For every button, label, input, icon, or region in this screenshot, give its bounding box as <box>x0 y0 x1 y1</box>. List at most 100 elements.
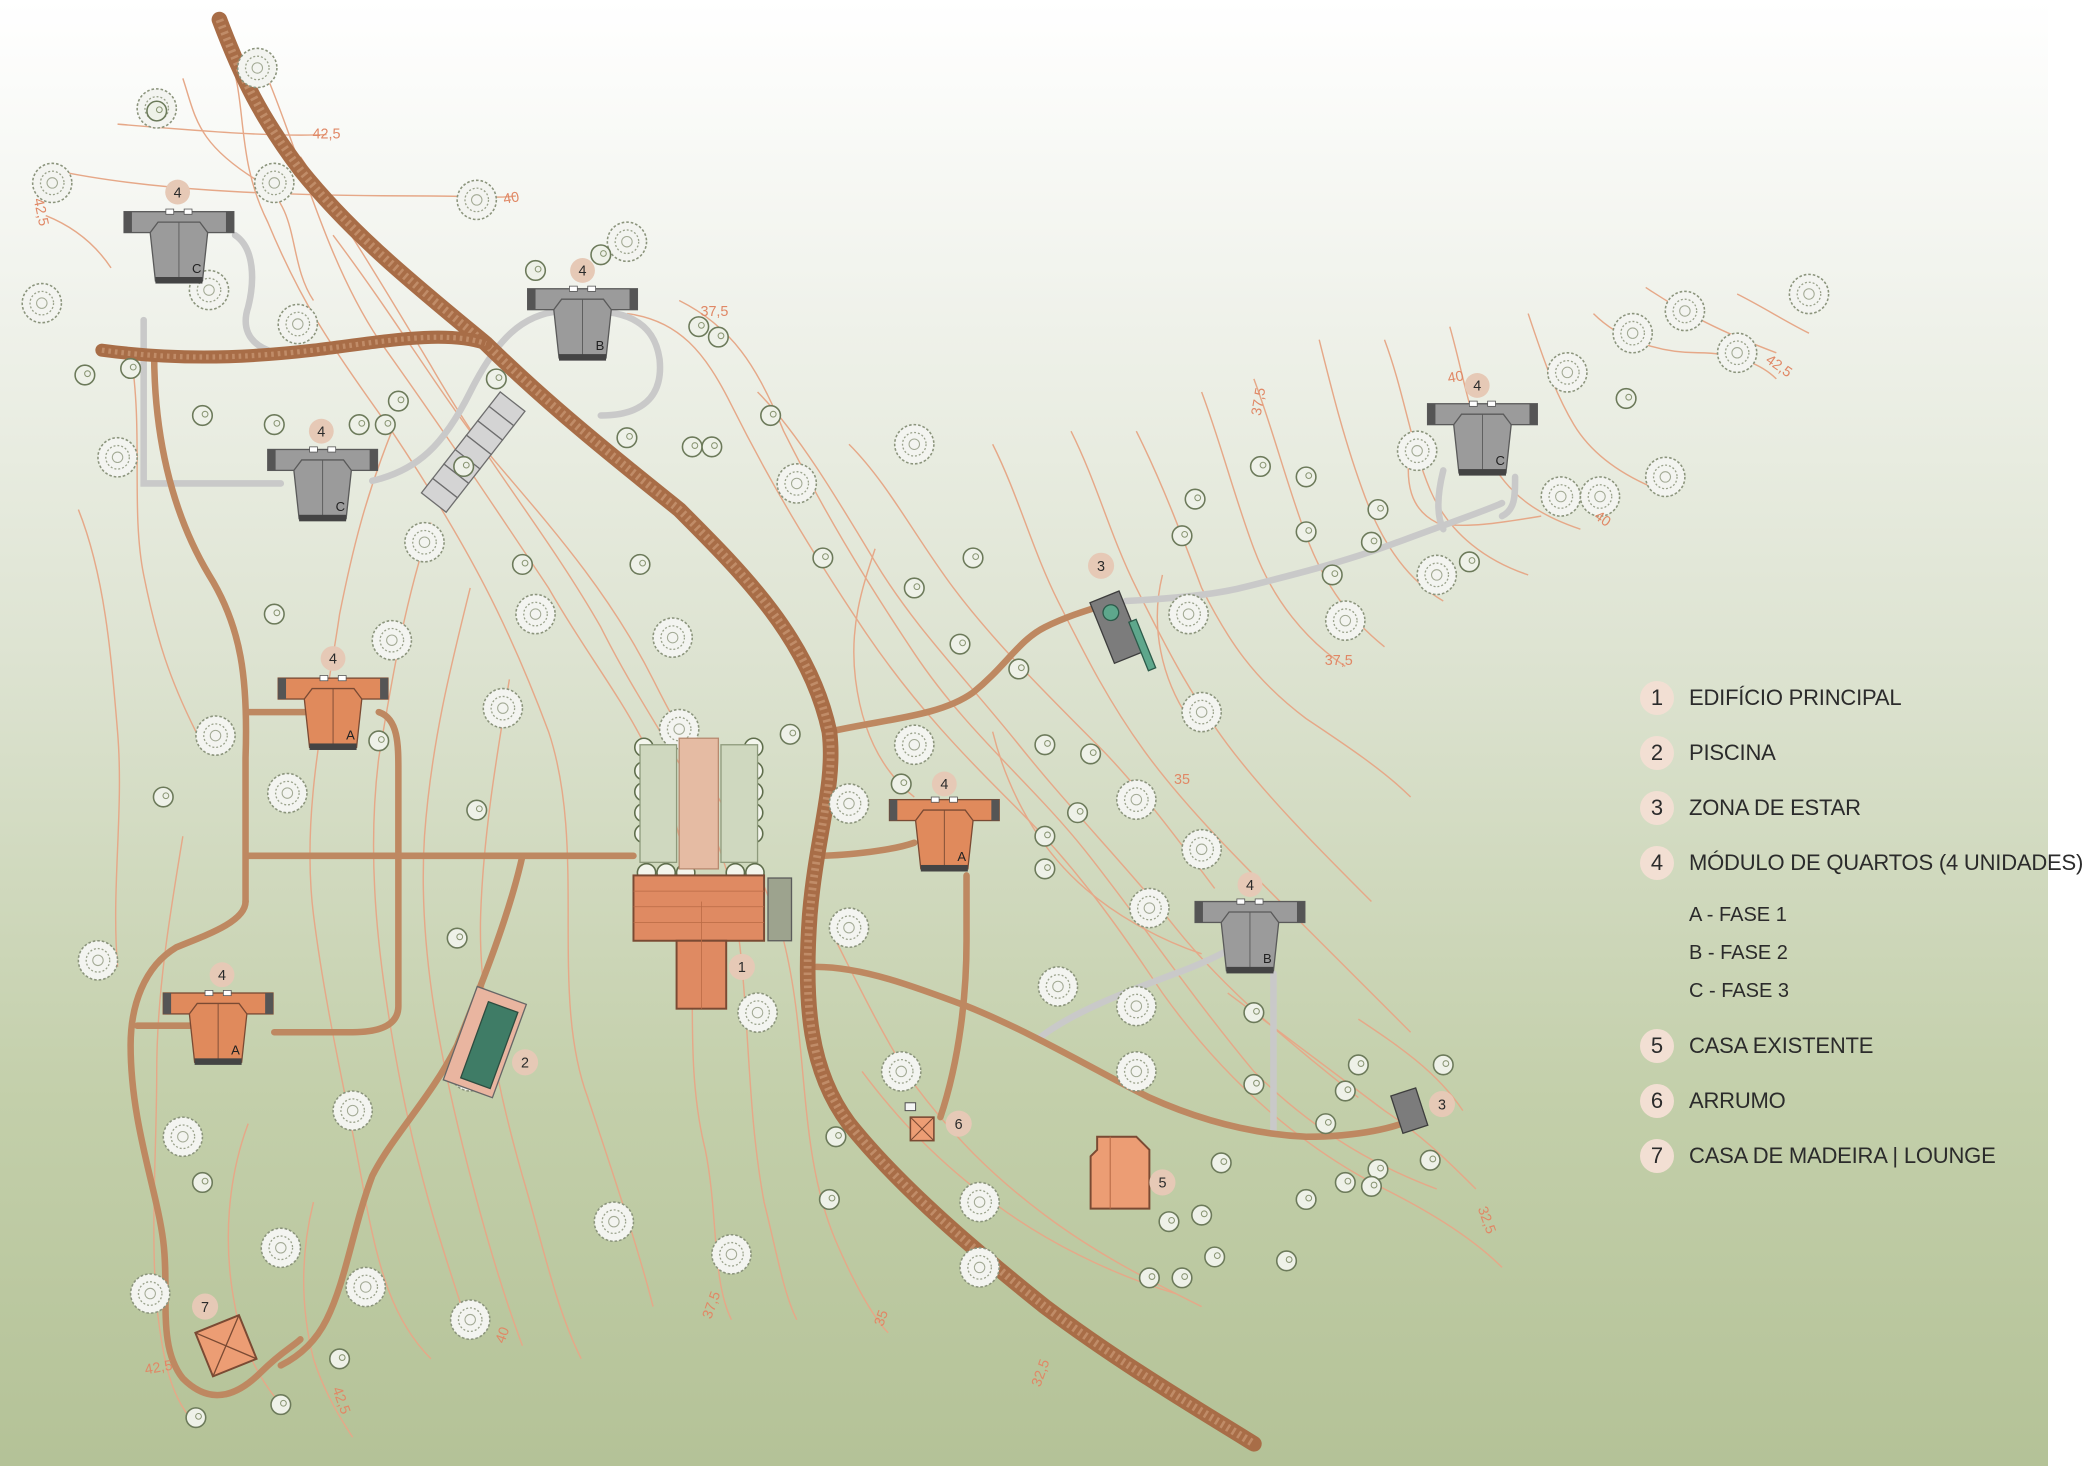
tree <box>828 783 870 824</box>
contour-lines <box>45 52 1810 1438</box>
shrub <box>1360 531 1383 553</box>
module-marker: 4 <box>165 179 191 205</box>
shrub <box>1321 564 1343 586</box>
room-module-b: B4 <box>527 258 639 361</box>
tree <box>482 687 524 729</box>
module-marker: 4 <box>320 646 346 671</box>
tree <box>1129 887 1170 929</box>
contour-label: 40 <box>493 1325 513 1345</box>
legend-label: CASA EXISTENTE <box>1689 1033 1874 1058</box>
tree <box>1115 985 1157 1027</box>
parking-bay <box>420 477 459 514</box>
tree <box>21 282 63 324</box>
module-phase-letter: A <box>231 1042 240 1057</box>
tree <box>515 593 556 635</box>
contour-line <box>77 509 121 967</box>
shrub <box>1419 1149 1441 1171</box>
legend: 1 EDIFÍCIO PRINCIPAL 2 PISCINA 3 ZONA DE… <box>1640 681 2083 1195</box>
tree <box>31 162 73 204</box>
tree <box>236 47 278 89</box>
contour-label: 42,5 <box>144 1358 174 1379</box>
legend-item-main-building: 1 EDIFÍCIO PRINCIPAL <box>1640 681 2040 715</box>
svg-text:7: 7 <box>201 1300 209 1316</box>
terrace <box>767 877 793 942</box>
contour-line <box>303 1201 354 1438</box>
shrub <box>1347 1054 1369 1076</box>
contour-line <box>991 731 1202 955</box>
tree <box>1644 456 1686 498</box>
contour-line <box>1645 286 1777 354</box>
svg-text:1: 1 <box>738 960 746 976</box>
tree <box>1664 290 1706 332</box>
contour-line <box>757 391 1359 1099</box>
contour-line <box>992 443 1412 1033</box>
module-marker: 4 <box>931 771 957 797</box>
contour-line <box>1383 339 1529 576</box>
contour-line <box>853 548 915 798</box>
tree <box>1181 828 1223 870</box>
module-phase-letter: B <box>596 338 605 353</box>
shrub <box>1275 1250 1298 1272</box>
svg-text:4: 4 <box>174 185 182 201</box>
shrub <box>74 364 96 386</box>
footpath <box>277 852 526 1369</box>
legend-item-seating-area: 3 ZONA DE ESTAR <box>1640 791 2040 825</box>
shrub <box>485 368 507 390</box>
tree <box>266 772 308 814</box>
svg-text:3: 3 <box>1438 1097 1446 1113</box>
tree <box>893 423 935 465</box>
tree <box>195 715 236 756</box>
shrub <box>1034 858 1056 880</box>
contour-label: 32,5 <box>1029 1357 1054 1389</box>
footpaths <box>127 349 1421 1399</box>
shrub <box>1191 1204 1213 1226</box>
module-marker: 4 <box>308 418 334 444</box>
shrub <box>1184 488 1206 510</box>
tree <box>277 303 319 345</box>
module-phase-letter: A <box>346 728 355 743</box>
shrub <box>707 326 729 348</box>
contour-label: 40 <box>1591 508 1613 530</box>
svg-text:2: 2 <box>521 1055 529 1071</box>
room-module-c: C4 <box>267 418 379 522</box>
module-marker: 4 <box>1464 373 1490 398</box>
shrub <box>1158 1211 1180 1233</box>
gray-path <box>1435 467 1447 533</box>
tree <box>776 463 818 504</box>
contour-line <box>117 123 327 136</box>
gray-path <box>1498 473 1519 520</box>
shrub <box>825 1126 847 1148</box>
shrub <box>374 414 396 436</box>
shrub <box>185 1407 207 1429</box>
module-phase-letter: A <box>957 849 966 864</box>
contour-line <box>267 78 733 1320</box>
contour-line <box>835 940 1202 1308</box>
site-marker: 6 <box>945 1110 972 1137</box>
shrub <box>1034 825 1056 847</box>
shrub <box>1171 1267 1193 1289</box>
contour-label: 40 <box>502 189 521 208</box>
seating-area-south <box>1390 1087 1429 1135</box>
footpath <box>826 597 1120 735</box>
shrub <box>263 603 285 625</box>
tree <box>1788 273 1830 315</box>
tree <box>593 1201 635 1243</box>
shrub <box>263 414 285 436</box>
contour-line <box>1200 391 1346 667</box>
legend-label: EDIFÍCIO PRINCIPAL <box>1689 685 1902 710</box>
shrub <box>524 259 547 282</box>
contour-line <box>1318 339 1444 602</box>
legend-number: 6 <box>1640 1084 1674 1118</box>
shrub <box>1249 455 1271 478</box>
svg-text:4: 4 <box>1246 878 1254 894</box>
contour-label: 35 <box>1174 772 1190 788</box>
contour-label: 37,5 <box>1249 387 1270 417</box>
contour-label: 32,5 <box>1474 1204 1499 1236</box>
shrub <box>1034 734 1056 756</box>
shrub <box>760 404 782 427</box>
svg-text:3: 3 <box>1097 559 1105 575</box>
tree <box>893 724 935 766</box>
site-marker: 2 <box>512 1049 539 1076</box>
